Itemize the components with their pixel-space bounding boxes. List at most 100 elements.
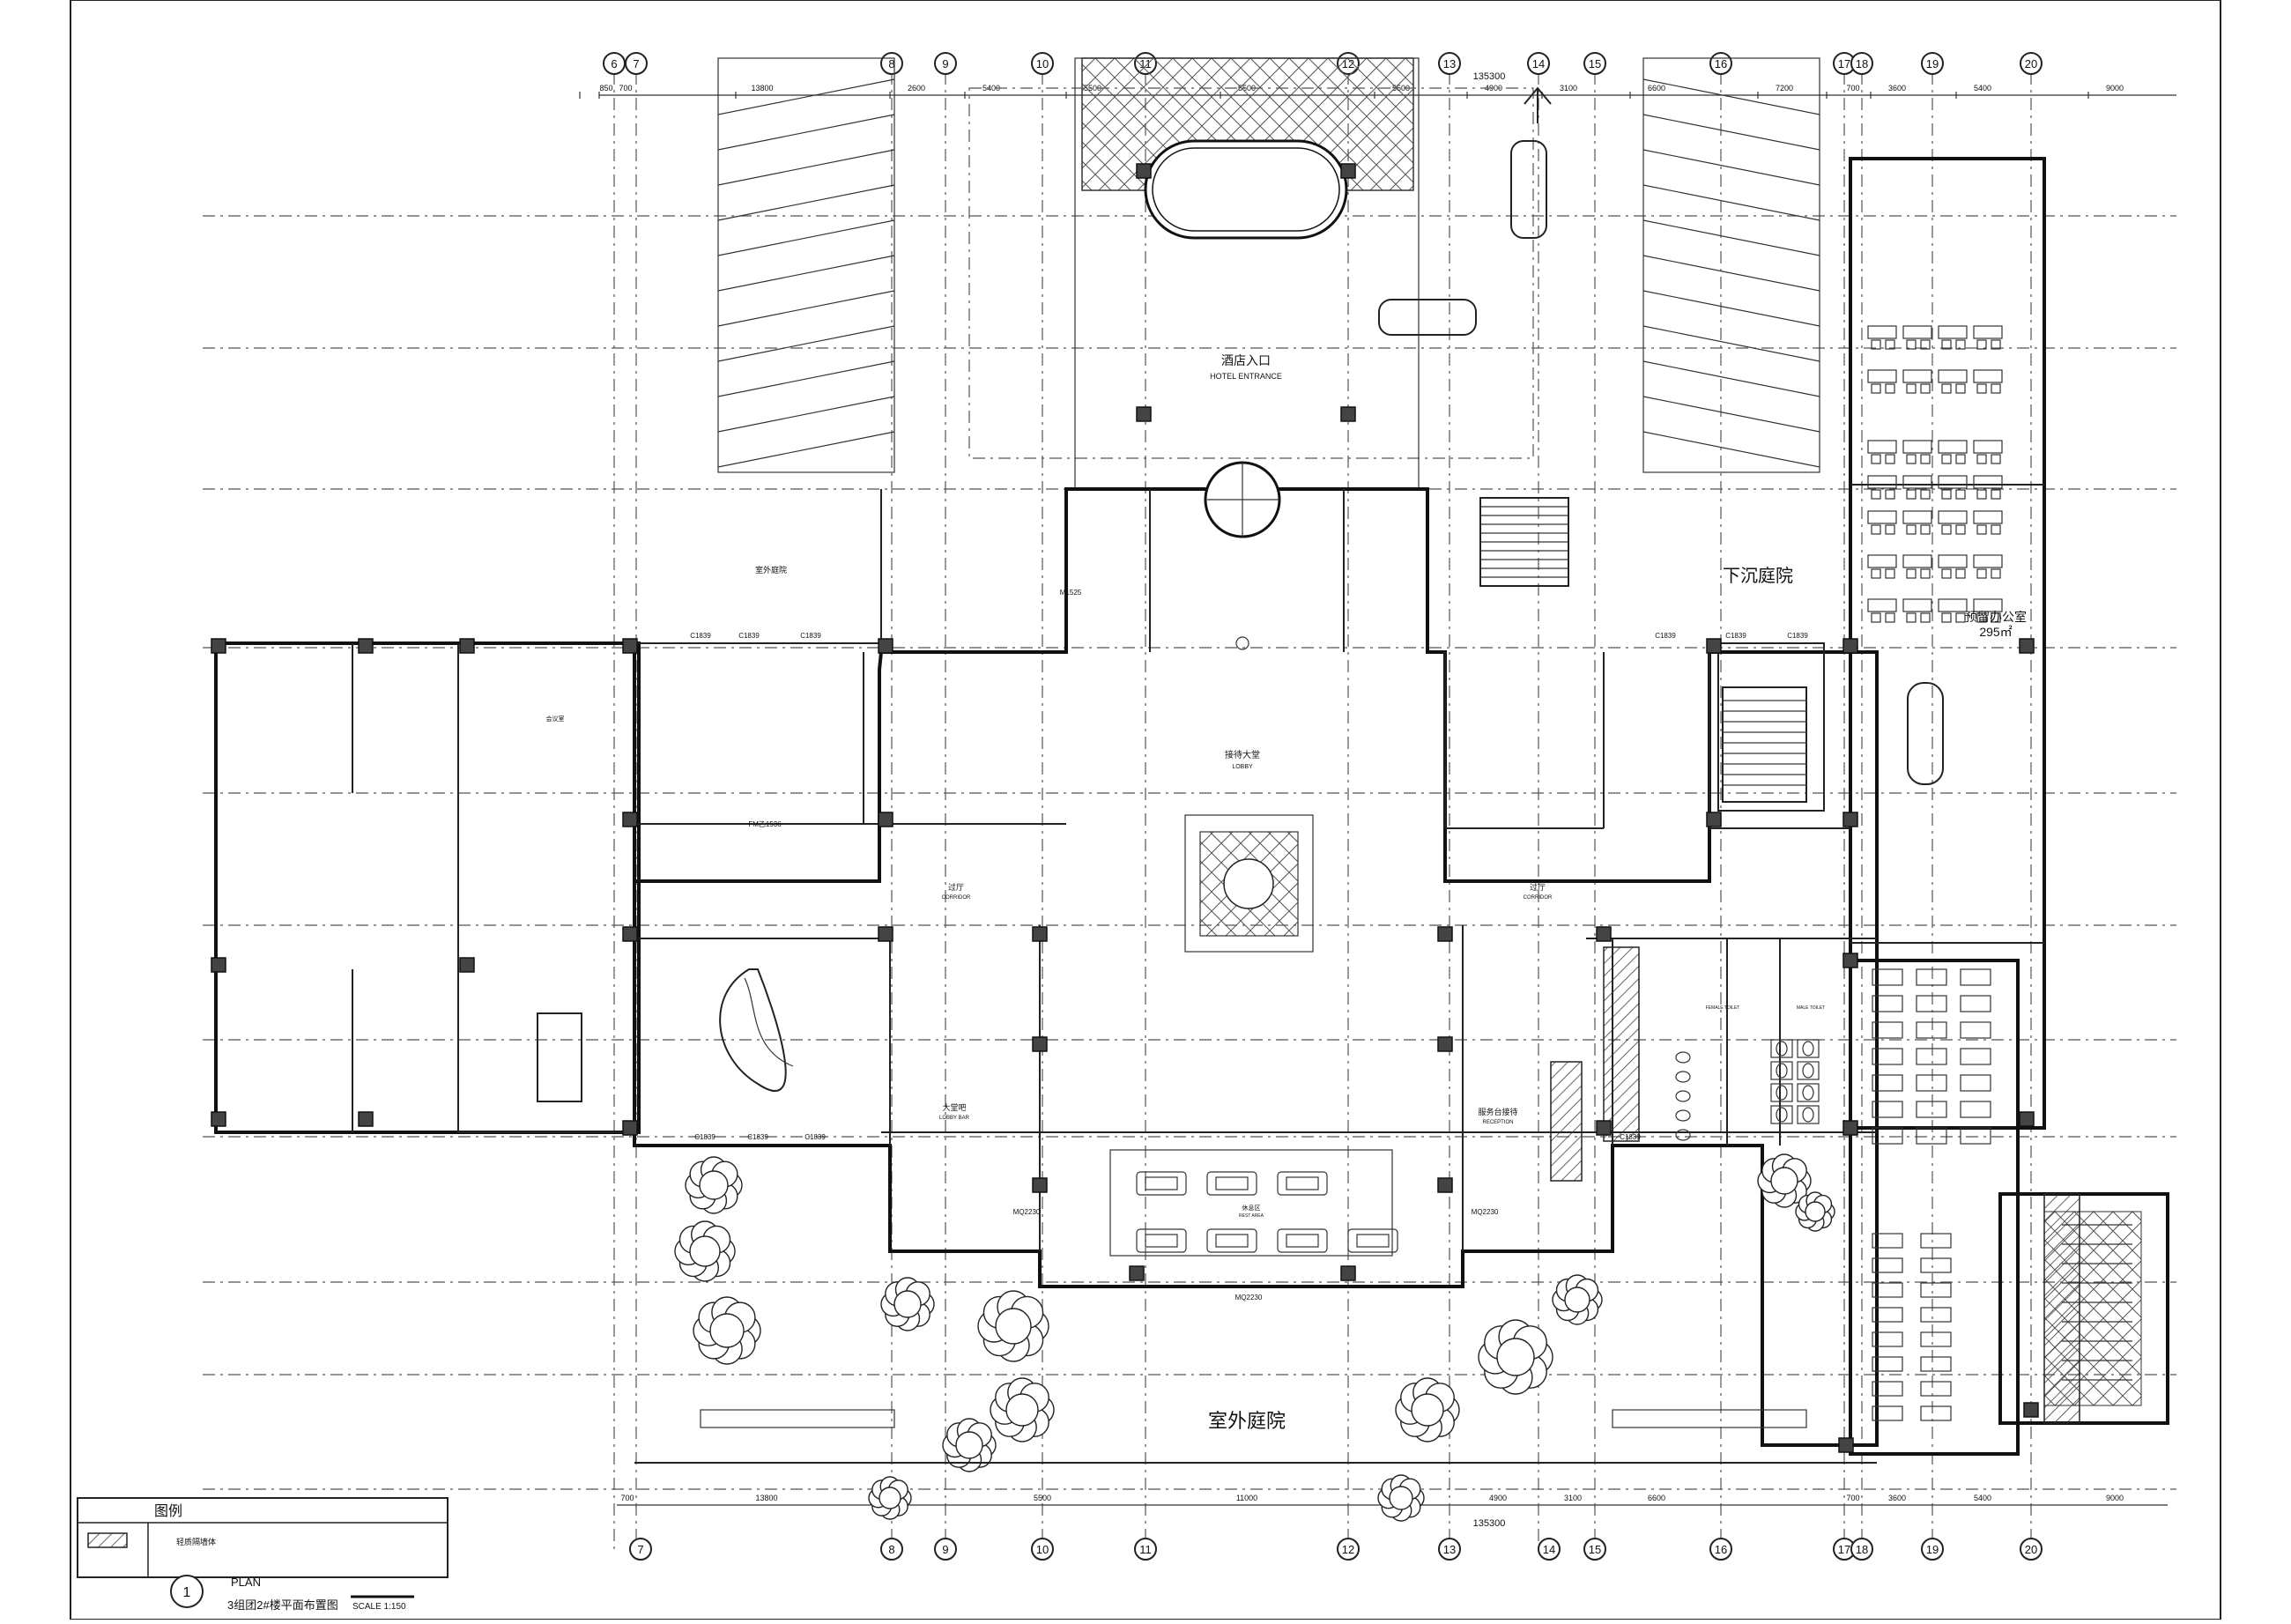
svg-text:12: 12 [1342, 1543, 1354, 1556]
door-tag: C1839 [804, 1133, 826, 1141]
svg-text:8: 8 [888, 1543, 894, 1556]
outdoor-courtyard-label: 室外庭院 [1208, 1410, 1286, 1432]
column [211, 638, 226, 654]
grid-bubble-bottom: 11 [1134, 1538, 1157, 1561]
column [459, 957, 475, 973]
column [622, 812, 638, 827]
meeting-table [1907, 682, 1944, 785]
column [878, 638, 893, 654]
grid-bubble-top: 19 [1921, 52, 1944, 75]
grid-bubble-top: 6 [603, 52, 626, 75]
tree-icon [1552, 1274, 1603, 1325]
drop-off-island-inner [1152, 147, 1340, 232]
door-tag: C1839 [747, 1133, 768, 1141]
hotel-entrance-label-en: HOTEL ENTRANCE [1210, 372, 1282, 381]
svg-text:13: 13 [1443, 1543, 1456, 1556]
column [2019, 1111, 2035, 1127]
door-tag: C1839 [694, 1133, 715, 1141]
tree-icon [880, 1277, 935, 1331]
lobby-label-en: LOBBY [1232, 764, 1253, 770]
top-total-dimension: 135300 [1473, 71, 1506, 82]
grid-bubble-top: 7 [625, 52, 648, 75]
corridor-left-label-en: CORRIDOR [942, 895, 971, 901]
office-area-label: 295㎡ [1979, 625, 2012, 639]
door-tag: MQ2230 [1235, 1294, 1263, 1301]
svg-text:7: 7 [633, 57, 639, 70]
dimension-text: 700 [620, 1494, 634, 1502]
dimension-text: 700 [619, 84, 632, 93]
ramp-right [1642, 57, 1820, 473]
office-desks [1867, 325, 2003, 623]
corridor-right-label-en: CORRIDOR [1524, 895, 1553, 901]
male-toilet-label: MALE TOILET [1797, 1005, 1825, 1011]
rest-area-label: 休息区 [1242, 1204, 1261, 1212]
door-tag: C1839 [1787, 632, 1808, 640]
meeting-room-label: 会议室 [546, 715, 565, 723]
column [1842, 812, 1858, 827]
car-2 [1378, 299, 1477, 336]
door-tag: MQ2230 [1472, 1208, 1499, 1216]
entrance-plaza-boundary [968, 87, 1534, 459]
column [211, 1111, 226, 1127]
svg-text:16: 16 [1715, 1543, 1727, 1556]
stair-west [537, 1012, 582, 1102]
grid-bubble-bottom: 18 [1850, 1538, 1873, 1561]
svg-text:7: 7 [637, 1543, 643, 1556]
tree-icon [1757, 1153, 1812, 1208]
column [1842, 953, 1858, 968]
svg-text:17: 17 [1838, 57, 1850, 70]
dimension-text: 6600 [1648, 1494, 1665, 1502]
sunken-courtyard-label: 下沉庭院 [1723, 566, 1793, 586]
structural-columns [211, 638, 2039, 1453]
grid-bubble-top: 18 [1850, 52, 1873, 75]
column [1842, 638, 1858, 654]
grid-bubble-top: 9 [934, 52, 957, 75]
toilet-hatch-wall [1603, 946, 1640, 1142]
dimension-text: 4900 [1485, 84, 1502, 93]
tree-icon [1377, 1474, 1425, 1522]
legend: 图例 轻质隔墙体 [77, 1497, 449, 1578]
door-tag: C1839 [1725, 632, 1746, 640]
tree-icon [1795, 1191, 1835, 1232]
tree-icon [1395, 1377, 1460, 1442]
svg-text:14: 14 [1543, 1543, 1555, 1556]
east-stair-block [1998, 1192, 2169, 1425]
column [1596, 926, 1612, 942]
lobby-bar-label-en: LOBBY BAR [939, 1116, 970, 1121]
legend-hatch-swatch [87, 1532, 128, 1548]
svg-text:10: 10 [1036, 1543, 1049, 1556]
tree-icon [1478, 1319, 1553, 1395]
svg-text:15: 15 [1589, 57, 1601, 70]
west-wing-outline [214, 641, 641, 1134]
tree-icon [868, 1476, 912, 1520]
dimension-text: 700 [1846, 1494, 1859, 1502]
lobby-carpet-frame [1184, 814, 1314, 953]
dimension-text: 3100 [1560, 84, 1577, 93]
reception-label: 服务台接待 [1478, 1107, 1517, 1116]
column [1340, 163, 1356, 179]
door-tag: FM乙1536 [748, 820, 782, 828]
grid-bubble-top: 13 [1438, 52, 1461, 75]
tree-icon [990, 1377, 1055, 1442]
grid-bubble-top: 15 [1583, 52, 1606, 75]
column [878, 926, 893, 942]
door-tag: C1839 [800, 632, 821, 640]
door-tag: MQ2230 [1013, 1208, 1041, 1216]
office-name-label: 预留办公室 [1965, 610, 2027, 624]
dimension-text: 850 [599, 84, 612, 93]
grid-bubble-top: 16 [1709, 52, 1732, 75]
grid-bubble-bottom: 7 [629, 1538, 652, 1561]
column [1136, 163, 1152, 179]
column [1437, 926, 1453, 942]
lobby-bar-label: 大堂吧 [942, 1102, 966, 1112]
grid-bubble-bottom: 12 [1337, 1538, 1360, 1561]
dimension-text: 700 [1846, 84, 1859, 93]
dimension-text: 5500 [1034, 1494, 1051, 1502]
tree-icon [674, 1220, 736, 1282]
door-tag: C1839 [1620, 1133, 1641, 1141]
column [459, 638, 475, 654]
svg-text:18: 18 [1856, 57, 1868, 70]
